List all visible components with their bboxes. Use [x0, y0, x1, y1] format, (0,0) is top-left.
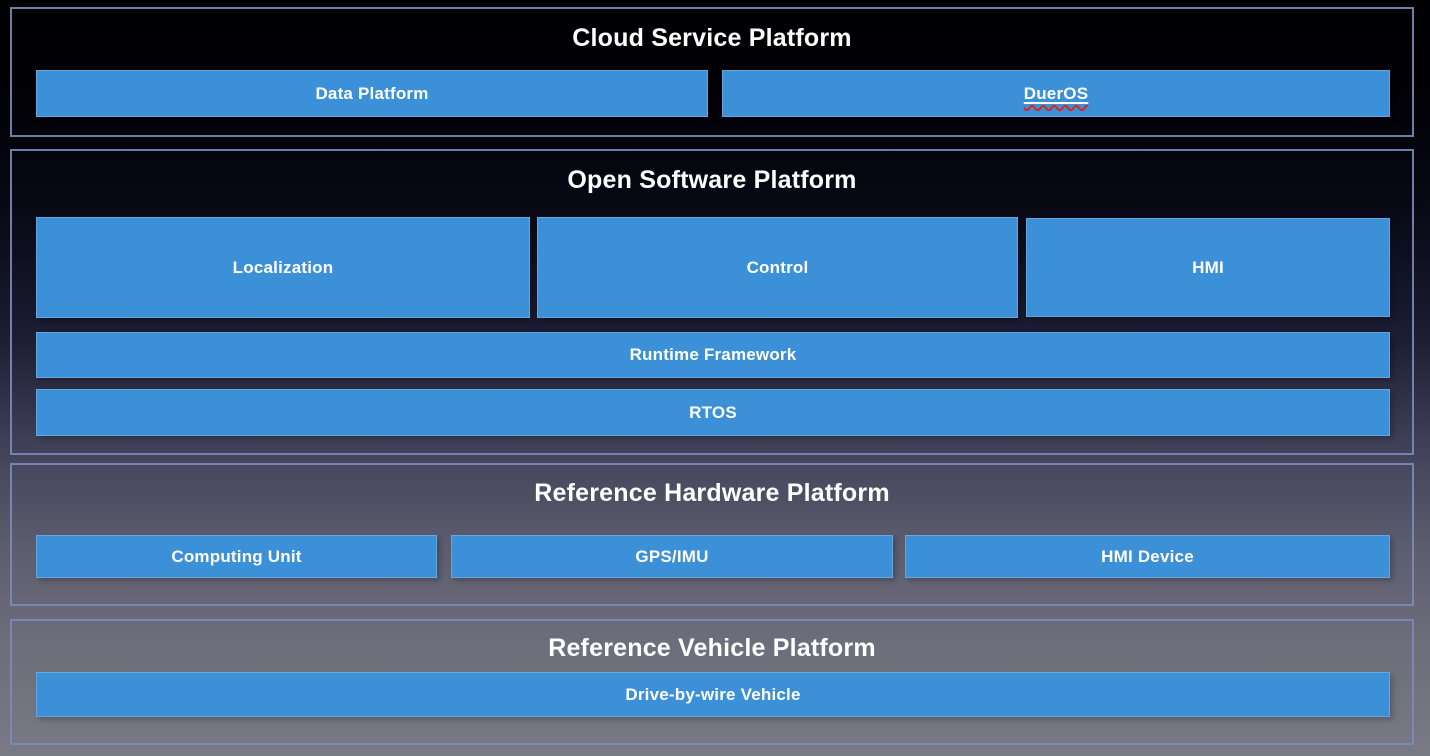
block-rtos-label: RTOS	[689, 402, 737, 422]
block-localization-label: Localization	[232, 257, 334, 277]
block-hmi: HMI	[1026, 218, 1390, 317]
block-gps-imu-label: GPS/IMU	[635, 546, 709, 566]
block-control: Control	[537, 217, 1018, 318]
block-dueros-label: DuerOS	[1023, 83, 1089, 103]
block-data-platform-label: Data Platform	[315, 83, 429, 103]
block-rtos: RTOS	[36, 389, 1390, 436]
block-gps-imu: GPS/IMU	[451, 535, 893, 578]
block-localization: Localization	[36, 217, 530, 318]
spellcheck-squiggle: DuerOS	[1024, 84, 1089, 104]
block-drive-by-wire-vehicle-label: Drive-by-wire Vehicle	[625, 684, 801, 704]
block-drive-by-wire-vehicle: Drive-by-wire Vehicle	[36, 672, 1390, 717]
section-cloud-service-platform: Cloud Service Platform Data Platform Due…	[10, 7, 1414, 137]
block-computing-unit: Computing Unit	[36, 535, 437, 578]
section-reference-vehicle-platform: Reference Vehicle Platform Drive-by-wire…	[10, 619, 1414, 745]
block-hmi-label: HMI	[1192, 257, 1224, 277]
section-reference-hardware-platform: Reference Hardware Platform Computing Un…	[10, 463, 1414, 606]
reference-hardware-platform-title: Reference Hardware Platform	[534, 479, 890, 507]
block-control-label: Control	[746, 257, 809, 277]
block-data-platform: Data Platform	[36, 70, 708, 117]
section-open-software-platform: Open Software Platform Localization Cont…	[10, 149, 1414, 455]
block-hmi-device-label: HMI Device	[1101, 546, 1194, 566]
block-hmi-device: HMI Device	[905, 535, 1390, 578]
block-runtime-framework-label: Runtime Framework	[629, 345, 797, 364]
block-computing-unit-label: Computing Unit	[171, 546, 302, 566]
reference-vehicle-platform-title: Reference Vehicle Platform	[548, 634, 876, 662]
block-dueros: DuerOS	[722, 70, 1390, 117]
cloud-service-platform-title: Cloud Service Platform	[572, 24, 852, 52]
open-software-platform-title: Open Software Platform	[567, 166, 857, 194]
block-runtime-framework: Runtime Framework	[36, 332, 1390, 378]
